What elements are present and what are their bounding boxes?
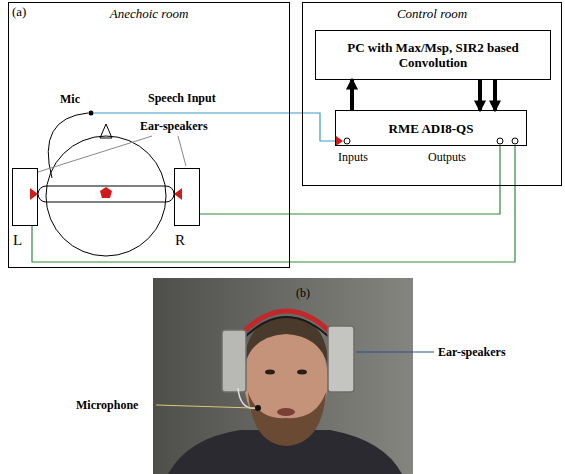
speech-wire	[94, 113, 337, 141]
device-box: RME ADI8-QS	[335, 110, 527, 146]
output-jack	[497, 138, 503, 144]
leader-line	[38, 136, 152, 172]
part-label: Ear-speakers	[140, 119, 208, 133]
head-outline	[46, 136, 166, 256]
beard	[248, 392, 326, 446]
speaker-direction	[30, 188, 38, 200]
part-label: Microphone	[76, 398, 138, 412]
speaker-direction	[174, 188, 182, 200]
flow-arrow	[478, 80, 482, 110]
mouth	[277, 408, 295, 416]
flow-arrow	[350, 80, 354, 110]
photo-background	[153, 278, 413, 474]
ear-speaker	[328, 326, 354, 392]
headset-band	[236, 311, 338, 340]
mic-boom	[238, 388, 256, 408]
head-center-mark	[100, 187, 112, 198]
ear-speaker: R	[174, 168, 200, 226]
box-label: RME ADI8-QS	[389, 121, 474, 136]
ear-speaker: L	[12, 168, 38, 226]
nose-mark	[100, 124, 112, 138]
signal-wire	[32, 146, 515, 262]
mic-capsule	[255, 405, 261, 411]
eye	[297, 370, 307, 375]
mic-boom	[48, 113, 88, 178]
room-title: Control room	[303, 6, 561, 21]
leader-line	[156, 405, 254, 408]
photo	[153, 278, 413, 474]
channel-label: L	[13, 232, 22, 249]
mic-capsule	[89, 111, 94, 116]
part-label: Mic	[60, 92, 80, 106]
input-marker	[336, 136, 343, 146]
part-label: Ear-speakers	[438, 345, 506, 359]
leader-line	[356, 351, 434, 352]
room-title: Anechoic room	[9, 6, 289, 21]
box-label: PC with Max/Msp, SIR2 based Convolution	[322, 40, 544, 70]
headband-bar	[38, 186, 174, 202]
input-jack	[344, 138, 350, 144]
leader-line	[178, 136, 186, 166]
flow-arrow	[493, 80, 497, 110]
room-panel: Anechoic roomL R	[8, 2, 290, 268]
ear-speaker	[222, 330, 246, 392]
panel-tag: (b)	[296, 286, 310, 300]
output-jack	[512, 138, 518, 144]
signal-label: Speech Input	[148, 91, 216, 105]
eye	[265, 370, 275, 375]
process-box: PC with Max/Msp, SIR2 based Convolution	[315, 30, 551, 80]
port-label: Outputs	[428, 150, 466, 164]
panel-tag: (a)	[12, 5, 26, 19]
signal-wire	[200, 146, 500, 214]
port-label: Inputs	[338, 150, 368, 164]
channel-label: R	[175, 232, 185, 249]
headset-band	[240, 317, 334, 342]
